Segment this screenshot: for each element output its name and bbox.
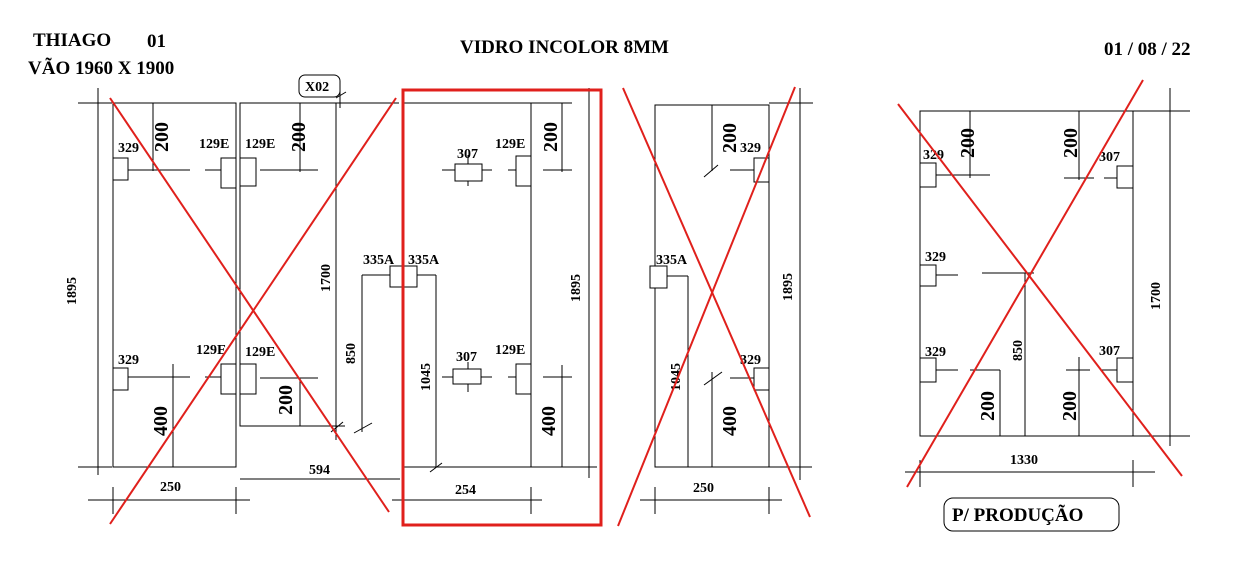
panel-2-dim-bottom: 200 (275, 385, 297, 415)
panel-2-hole-bl-label: 129E (245, 345, 275, 360)
panel-5-hole-tl-label: 329 (923, 148, 944, 163)
panel-4-hole-br-label: 329 (740, 353, 761, 368)
panel-5-dim-bl: 200 (977, 391, 999, 421)
panel-4-dim-top: 200 (719, 123, 741, 153)
cancel-mark-panel-5-a (897, 103, 1183, 477)
panel-3-hole-tr-label: 129E (495, 137, 525, 152)
panel-3-hole-top-label: 307 (457, 147, 478, 162)
panel-3-dim-bottom: 400 (538, 406, 560, 436)
panel-4-hole-br (753, 367, 770, 391)
panel-5-hole-tr-label: 307 (1099, 150, 1120, 165)
panel-3-hole-335-label: 335A (408, 253, 440, 268)
item-number: 01 (147, 31, 166, 52)
drawing-date: 01 / 08 / 22 (1104, 39, 1191, 60)
panel-1-hole-tr-label: 129E (199, 137, 229, 152)
panel-2-height: 1700 (319, 264, 334, 292)
panel-5-hole-tr (1116, 165, 1134, 189)
panel-2-dim-top: 200 (288, 122, 310, 152)
highlight-frame-panel-3 (401, 88, 603, 527)
panel-4: 335A 329 329 200 400 1045 1895 250 (640, 88, 813, 514)
panel-4-hole-tr-label: 329 (740, 141, 761, 156)
panel-5-dim-br: 200 (1059, 391, 1081, 421)
panel-5-dim-tr: 200 (1060, 128, 1082, 158)
panel-2-hole-bl (239, 363, 257, 395)
panel-3-hole-br-label: 129E (495, 343, 525, 358)
cancel-marks (109, 79, 1183, 527)
panel-3-hole-mid (452, 368, 482, 385)
panel-1-hole-br (220, 363, 237, 395)
panel-4-width: 250 (693, 481, 714, 496)
panel-2-hole-335-label: 335A (363, 253, 395, 268)
panel-5-hole-ml (919, 264, 937, 287)
panel-2-hole-tl-label: 129E (245, 137, 275, 152)
panel-1-outline (112, 102, 237, 468)
panel-1: 329 129E 329 129E 200 400 1895 250 (65, 88, 250, 514)
panel-1-dim-bottom: 400 (150, 406, 172, 436)
panel-1-hole-bl-label: 329 (118, 353, 139, 368)
span-dimensions: VÃO 1960 X 1900 (28, 58, 175, 79)
panel-5-hole-ml-label: 329 (925, 250, 946, 265)
panel-3-hole-tr (515, 155, 532, 187)
production-stamp-label: P/ PRODUÇÃO (952, 504, 1083, 526)
panel-3-hole-br (515, 363, 532, 395)
panel-2-width: 594 (309, 463, 330, 478)
panel-1-hole-bl (112, 367, 129, 391)
panel-5-width: 1330 (1010, 453, 1038, 468)
panel-1-width: 250 (160, 480, 181, 495)
panel-4-height: 1895 (781, 273, 796, 301)
panel-5-dim-tl: 200 (957, 128, 979, 158)
panel-3-width: 254 (455, 483, 476, 498)
panel-1-hole-br-label: 129E (196, 343, 226, 358)
panel-2-dim-850: 850 (344, 343, 359, 364)
panel-3: 335A 307 307 129E 129E 200 400 1045 1895… (389, 88, 597, 514)
panel-4-dim-bottom: 400 (719, 406, 741, 436)
panel-1-dim-top: 200 (151, 122, 173, 152)
panel-5-hole-bl (919, 357, 937, 383)
client-name: THIAGO (33, 30, 112, 51)
panel-2-hole-tl (239, 157, 257, 187)
panel-3-hole-top (454, 163, 483, 182)
panel-5-hole-br (1116, 357, 1134, 383)
panel-3-hole-mid-label: 307 (456, 350, 477, 365)
panel-5-hole-tl (919, 162, 937, 188)
panel-1-hole-tr (220, 157, 237, 189)
cancel-mark-panel-1-a (109, 97, 390, 513)
x02-tag: X02 (298, 74, 341, 98)
x02-tag-label: X02 (305, 80, 329, 95)
panel-5-hole-bl-label: 329 (925, 345, 946, 360)
panel-5-dim-850: 850 (1011, 340, 1026, 361)
glass-material: VIDRO INCOLOR 8MM (460, 37, 669, 58)
production-stamp: P/ PRODUÇÃO (943, 497, 1120, 532)
cancel-mark-panel-4-b (617, 86, 796, 527)
cancel-mark-panel-4-a (622, 87, 811, 518)
panel-3-height: 1895 (569, 274, 584, 302)
panel-2: 129E 129E 335A 200 200 1700 850 594 (239, 88, 400, 480)
panel-5-hole-br-label: 307 (1099, 344, 1120, 359)
panel-3-dim-1045: 1045 (419, 363, 434, 391)
panel-4-hole-335 (649, 265, 668, 289)
panel-1-hole-tl-label: 329 (118, 141, 139, 156)
panel-1-height: 1895 (65, 277, 80, 305)
panel-3-dim-top: 200 (540, 122, 562, 152)
panel-1-hole-tl (112, 157, 129, 181)
panel-5: 329 307 329 329 307 200 200 200 200 850 … (905, 88, 1190, 487)
panel-4-hole-335-label: 335A (656, 253, 688, 268)
cancel-mark-panel-5-b (906, 79, 1144, 488)
panel-5-height: 1700 (1149, 282, 1164, 310)
cancel-mark-panel-1-b (109, 97, 397, 525)
